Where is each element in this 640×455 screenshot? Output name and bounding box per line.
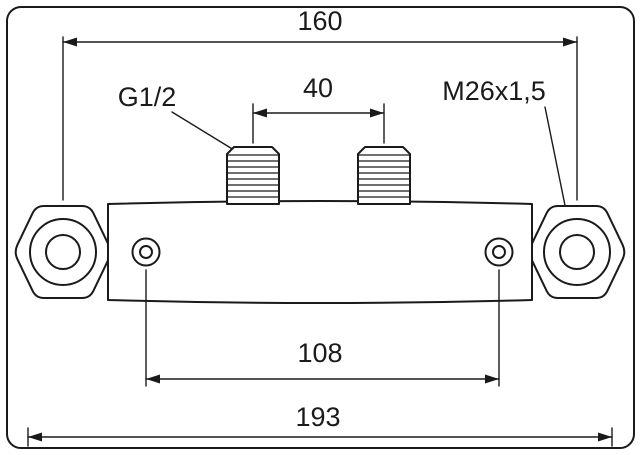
dimension-193: 193 xyxy=(27,402,613,447)
arrow-left-icon xyxy=(146,374,160,384)
body-band xyxy=(107,200,533,304)
left-port-inner-circle xyxy=(139,245,153,259)
arrow-right-icon xyxy=(563,37,577,47)
arrow-right-icon xyxy=(598,432,612,442)
dimension-160: 160 xyxy=(62,6,578,201)
right-port-inner-circle xyxy=(492,245,506,259)
dimension-193-value: 193 xyxy=(295,402,340,432)
right-union-inner-circle xyxy=(559,234,595,270)
arrow-right-icon xyxy=(485,374,499,384)
arrow-left-icon xyxy=(28,432,42,442)
dimension-108: 108 xyxy=(145,269,500,387)
valve-body xyxy=(14,146,626,304)
dimension-40-value: 40 xyxy=(303,73,333,103)
drawing-frame-border xyxy=(6,6,635,449)
right-inlet-stub xyxy=(357,146,411,205)
label-right-thread: M26x1,5 xyxy=(442,76,571,231)
left-union-inner-circle xyxy=(45,234,81,270)
label-left-thread: G1/2 xyxy=(118,82,235,151)
dimension-40: 40 xyxy=(252,73,385,144)
dimension-108-value: 108 xyxy=(297,338,342,368)
left-thread-label: G1/2 xyxy=(118,82,177,112)
arrow-left-icon xyxy=(253,108,267,118)
arrow-left-icon xyxy=(63,37,77,47)
dimension-160-value: 160 xyxy=(297,6,342,36)
left-inlet-stub xyxy=(226,146,280,205)
arrow-right-icon xyxy=(370,108,384,118)
right-thread-label: M26x1,5 xyxy=(442,76,546,106)
left-thread-leader-line xyxy=(171,111,235,151)
